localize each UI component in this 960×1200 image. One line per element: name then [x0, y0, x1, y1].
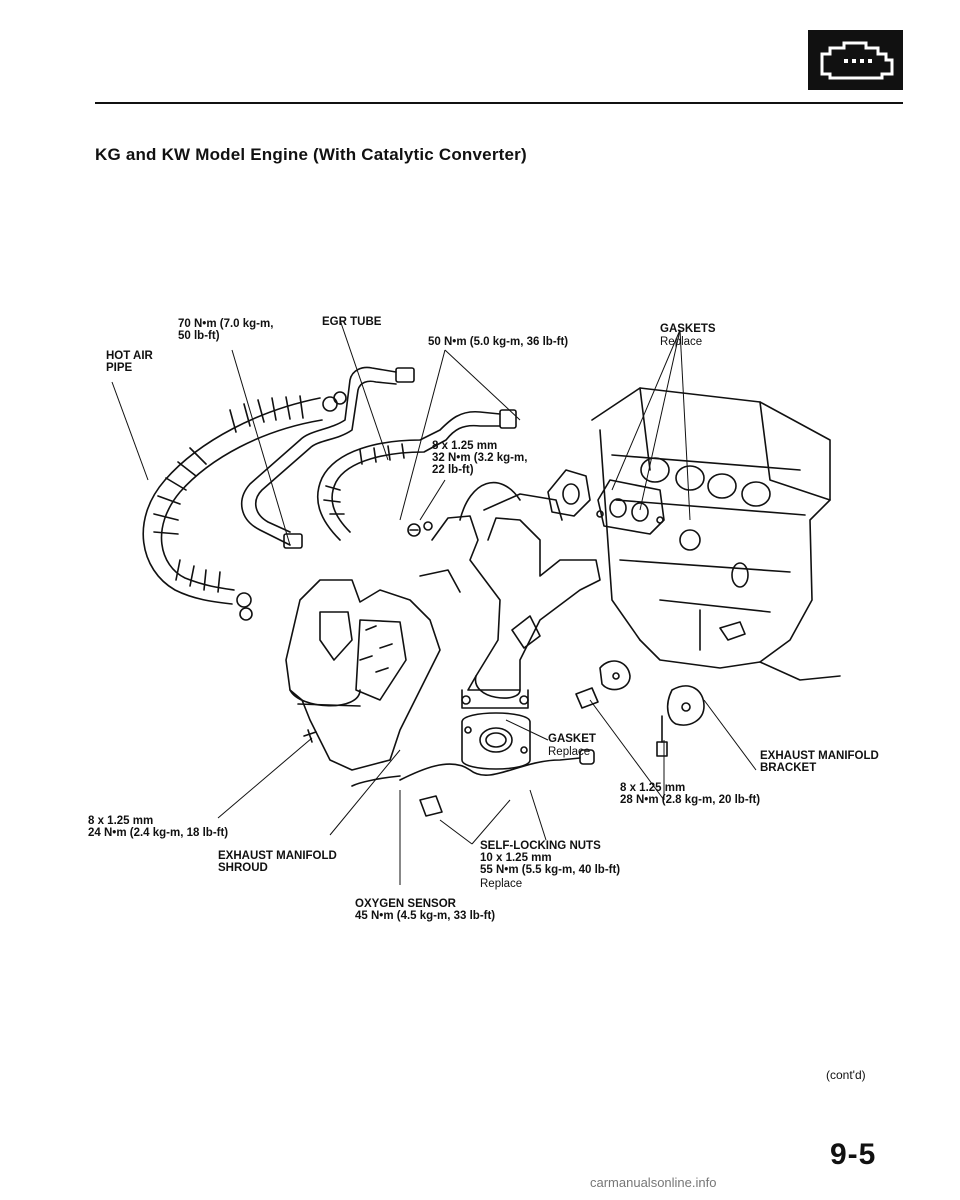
- manifold-shroud-drawing: [285, 579, 441, 771]
- egr-tube-label: EGR TUBE: [322, 316, 382, 328]
- self-locking-nuts-label: SELF-LOCKING NUTS 10 x 1.25 mm 55 N•m (5…: [480, 840, 621, 876]
- lower-gasket-drawing: [461, 712, 531, 770]
- gaskets-replace-note: Replace: [660, 336, 703, 348]
- continued-note: (cont'd): [826, 1068, 866, 1082]
- engine-block-drawing: [591, 387, 841, 681]
- bolt-32-label: 8 x 1.25 mm 32 N•m (3.2 kg-m, 22 lb-ft): [432, 440, 528, 476]
- self-locking-replace-note: Replace: [480, 878, 523, 890]
- header-rule: [95, 102, 903, 104]
- gaskets-label: GASKETS: [660, 323, 716, 335]
- exhaust-manifold-drawing: [419, 481, 601, 709]
- hot-air-pipe-drawing: [142, 395, 338, 608]
- leader-lines: [111, 319, 757, 885]
- page-number: 9-5: [830, 1138, 877, 1171]
- shroud-label: EXHAUST MANIFOLD SHROUD: [218, 850, 337, 874]
- bracket-label: EXHAUST MANIFOLD BRACKET: [760, 750, 879, 774]
- fasteners-drawing: [239, 391, 433, 743]
- gasket-label: GASKET: [548, 733, 596, 745]
- page-title: KG and KW Model Engine (With Catalytic C…: [95, 145, 527, 164]
- watermark: carmanualsonline.info: [590, 1175, 717, 1190]
- oxygen-sensor-drawing: [351, 749, 595, 817]
- egr-tube-drawing: [241, 366, 415, 549]
- gaskets-drawing: [547, 469, 665, 535]
- hot-air-pipe-label: HOT AIR PIPE: [106, 350, 153, 374]
- small-tube-drawing: [316, 409, 517, 541]
- torque-50-label: 50 N•m (5.0 kg-m, 36 lb-ft): [428, 336, 569, 348]
- engine-block-icon: [808, 30, 903, 90]
- bolt-24-label: 8 x 1.25 mm 24 N•m (2.4 kg-m, 18 lb-ft): [88, 815, 229, 839]
- oxygen-sensor-label: OXYGEN SENSOR 45 N•m (4.5 kg-m, 33 lb-ft…: [355, 898, 496, 922]
- torque-70-label: 70 N•m (7.0 kg-m, 50 lb-ft): [178, 318, 274, 342]
- bracket-drawing: [575, 660, 705, 757]
- gasket-replace-note: Replace: [548, 746, 591, 758]
- bolt-28-label: 8 x 1.25 mm 28 N•m (2.8 kg-m, 20 lb-ft): [620, 782, 761, 806]
